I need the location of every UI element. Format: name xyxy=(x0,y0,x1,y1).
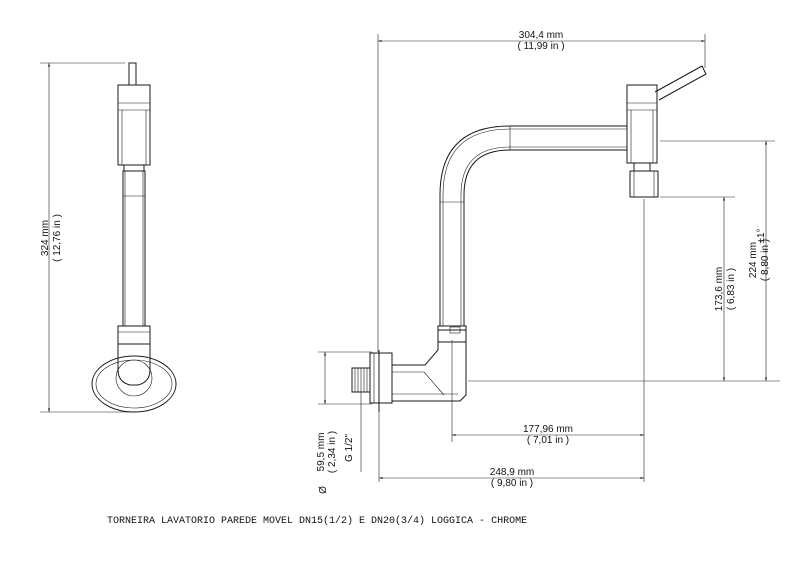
dim-projection-spout-inch: ( 7,01 in ) xyxy=(527,435,569,446)
front-view xyxy=(351,65,707,412)
dim-projection-spout: 177,96 mm ( 7,01 in ) xyxy=(451,199,645,446)
dim-total-height-inch: ( 8,80 in ) xyxy=(760,239,771,281)
dim-projection-total-inch: ( 9,80 in ) xyxy=(491,478,533,489)
dim-flange-diameter-inch: ( 2,34 in ) xyxy=(327,431,338,473)
dim-spout-height-inch: ( 6,83 in ) xyxy=(726,268,737,310)
dim-projection-spout-mm: 177,96 mm xyxy=(523,424,573,435)
dim-width-total-mm: 304,4 mm xyxy=(519,30,563,41)
dim-flange-diameter-symbol: Ø xyxy=(318,486,329,494)
dim-height-side-mm: 324 mm xyxy=(40,220,51,256)
dim-thread: G 1/2" xyxy=(344,392,362,472)
dim-height-side-inch: ( 12,76 in ) xyxy=(52,214,63,262)
dim-flange-diameter: Ø 59,5 mm ( 2,34 in ) xyxy=(316,351,372,494)
dim-projection-total: 248,9 mm ( 9,80 in ) xyxy=(378,412,645,489)
dim-projection-total-mm: 248,9 mm xyxy=(490,467,534,478)
dim-spout-height-mm: 173,6 mm xyxy=(714,267,725,311)
dim-thread-label: G 1/2" xyxy=(344,434,355,462)
dim-total-height-mm: 224 mm xyxy=(748,242,759,278)
drawing-caption: TORNEIRA LAVATORIO PAREDE MOVEL DN15(1/2… xyxy=(107,515,527,527)
dim-width-total: 304,4 mm ( 11,99 in ) xyxy=(377,30,706,352)
dim-spout-height: 173,6 mm ( 6,83 in ) xyxy=(468,196,780,382)
side-view xyxy=(91,62,177,413)
dim-width-total-inch: ( 11,99 in ) xyxy=(517,41,564,52)
dim-total-height-tolerance: ±1° xyxy=(756,228,767,243)
dim-total-height: 224 mm ( 8,80 in ) ±1° xyxy=(660,140,775,381)
dim-flange-diameter-mm: 59,5 mm xyxy=(316,433,327,472)
dim-height-side: 324 mm ( 12,76 in ) xyxy=(40,62,130,413)
